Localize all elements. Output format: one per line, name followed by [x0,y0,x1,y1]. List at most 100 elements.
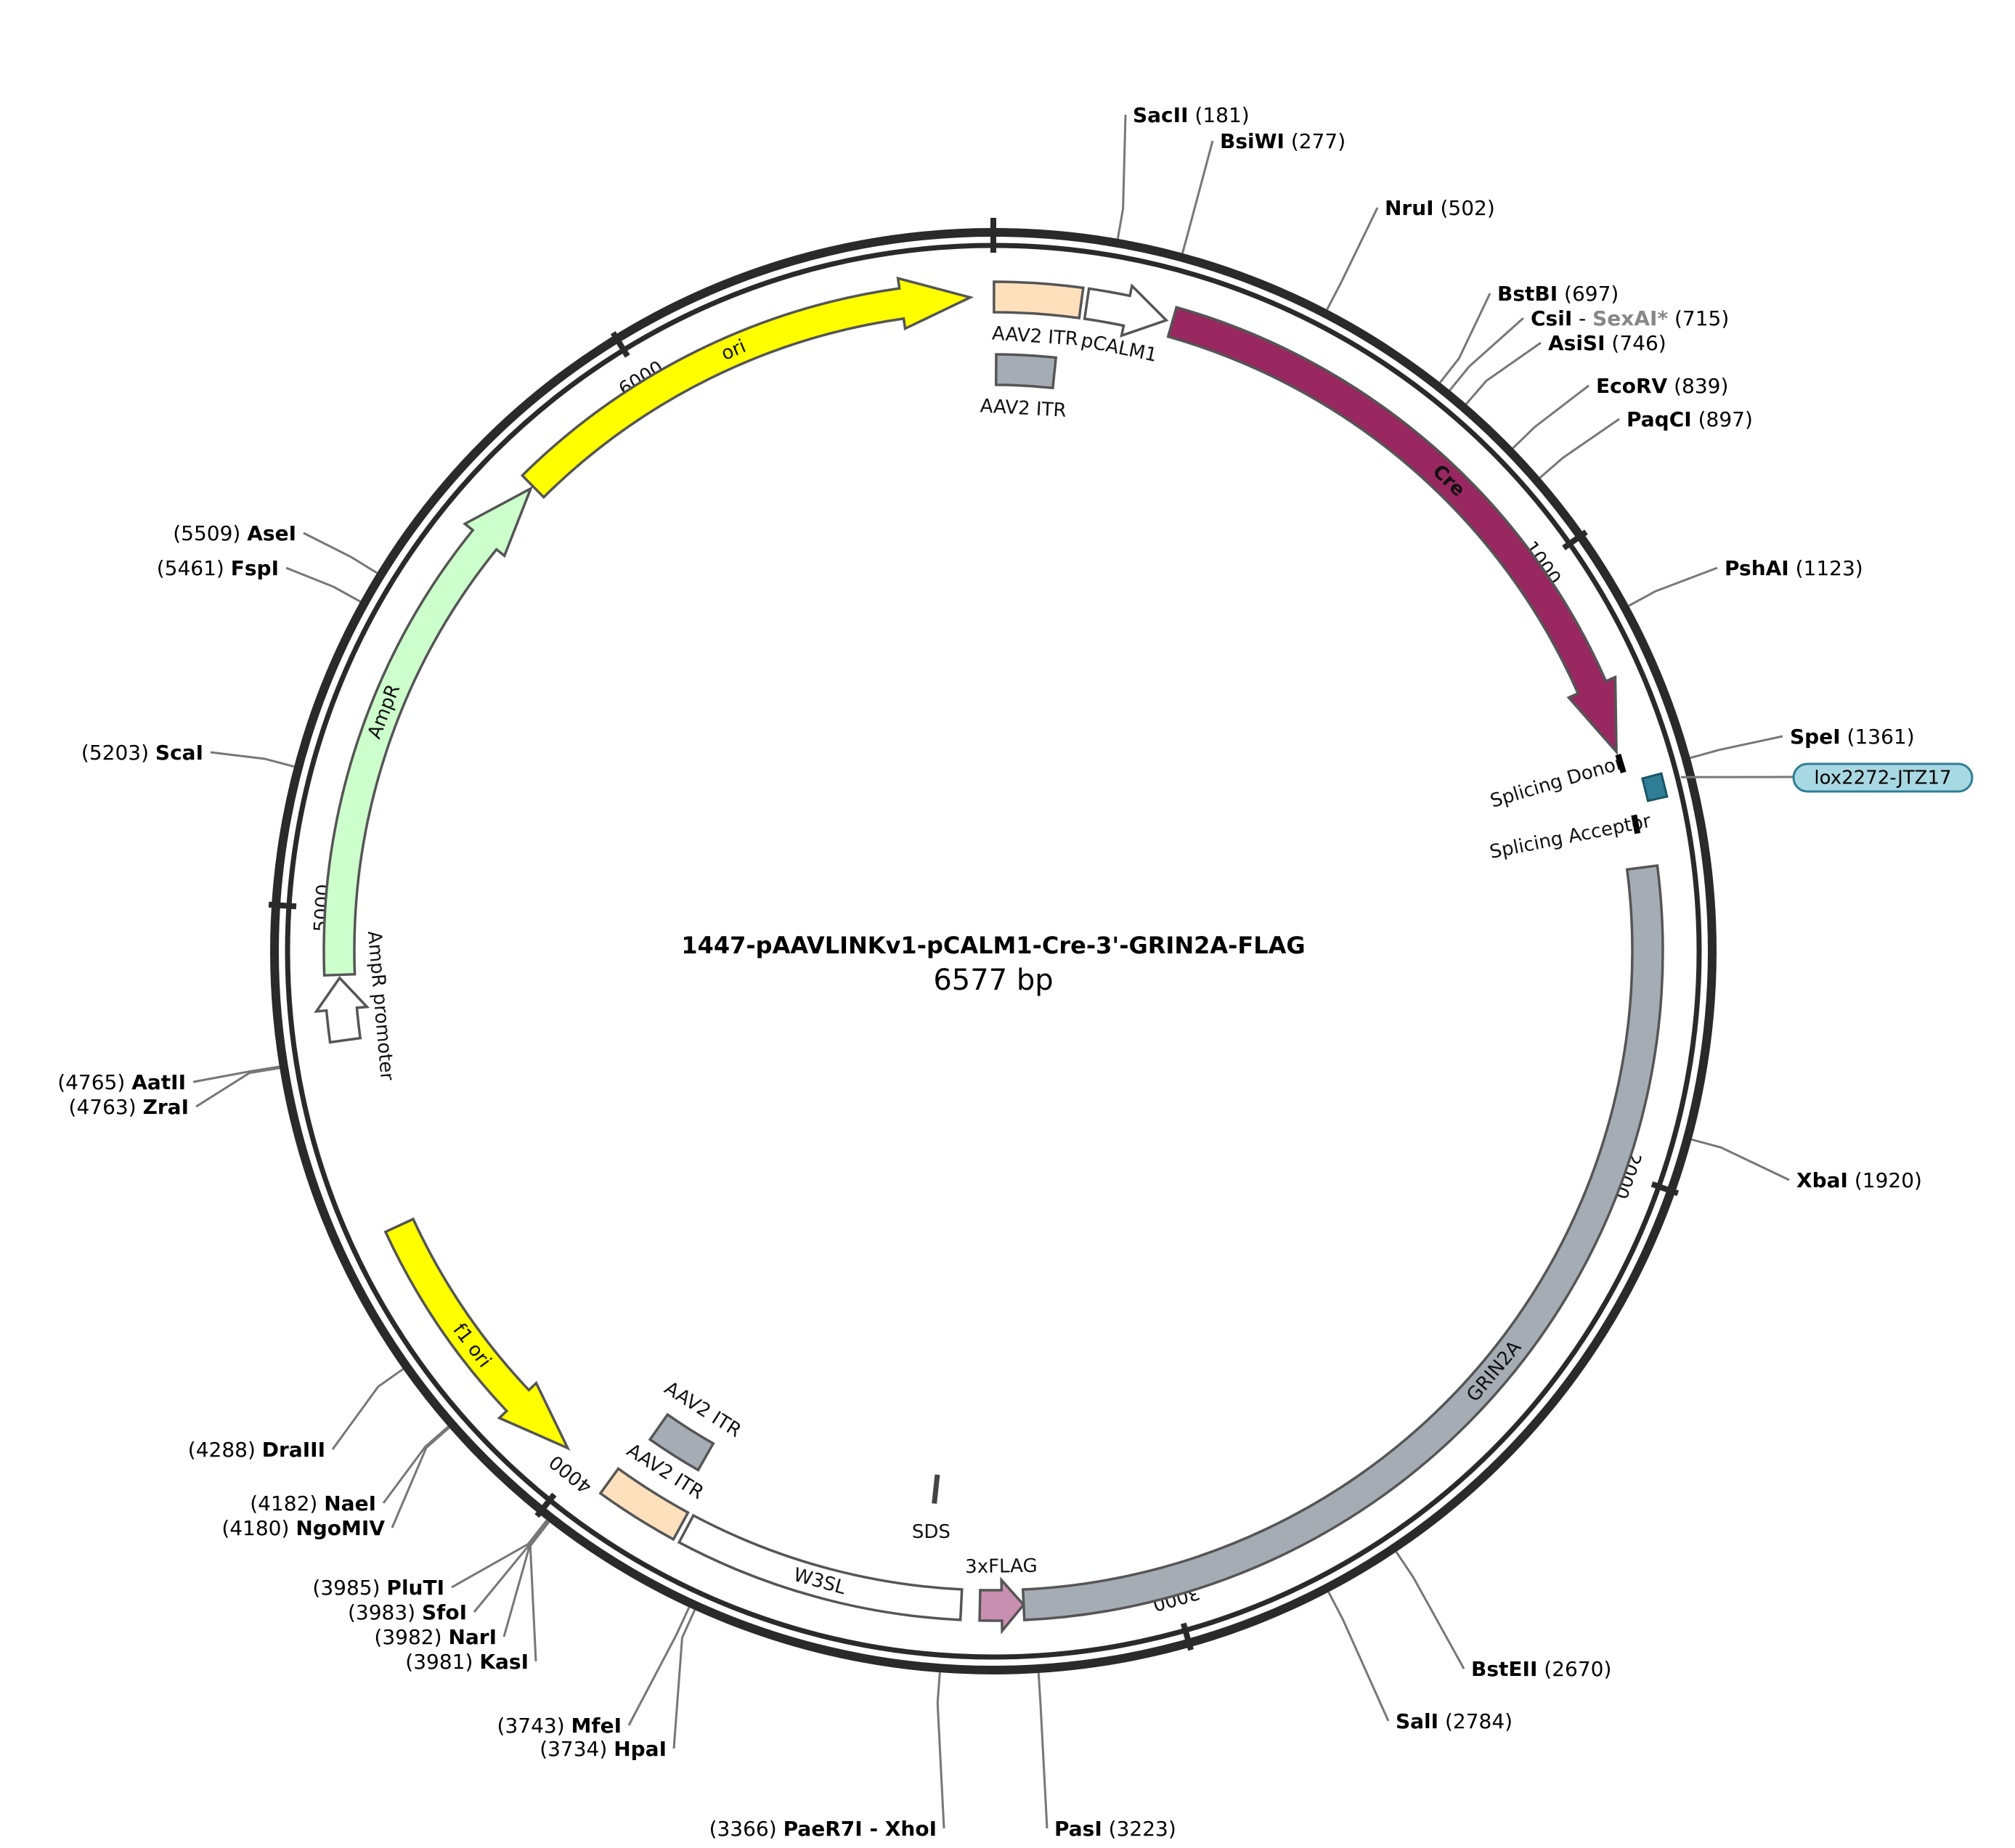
site-leader [1327,1591,1390,1722]
site-name: SpeI [1790,725,1841,749]
site-position: (3983) [348,1600,422,1624]
site-position: (2670) [1537,1657,1611,1681]
site-label: CsiI - SexAI* (715) [1531,306,1729,330]
splicing-donor-label: Splicing Donor [1488,752,1626,813]
site-leader [1628,566,1718,607]
feature-flag3x: 3xFLAG [965,1555,1038,1635]
site-pshai: PshAI (1123) [1628,556,1863,607]
tick-mark [1180,1622,1194,1651]
site-sfoi: (3983) SfoI [348,1520,549,1624]
pcalm1-arrow [1083,283,1169,338]
site-label: (3982) NarI [374,1625,497,1649]
site-zrai: (4763) ZraI [69,1067,280,1119]
site-position: (3985) [312,1576,386,1600]
primer-annotation: lox2272-JTZ17 [1641,762,1974,802]
site-name: AsiSI [1548,331,1605,355]
site-position: (181) [1189,103,1250,127]
primer-lox2272: lox2272-JTZ17 [1641,762,1974,802]
tick-mark [1650,1181,1680,1197]
aav2-itr-inner-bottom-arrow [648,1412,715,1472]
site-hpai: (3734) HpaI [540,1609,696,1761]
site-leader [529,1521,550,1662]
site-nari: (3982) NarI [374,1521,550,1649]
site-position: (5203) [81,741,155,765]
site-name: SfoI [422,1600,467,1624]
plasmid-title: 1447-pAAVLINKv1-pCALM1-Cre-3'-GRIN2A-FLA… [681,932,1305,997]
site-leader [1512,384,1589,449]
site-label: (4763) ZraI [69,1095,189,1119]
site-label: BstEII (2670) [1471,1657,1611,1681]
site-position: (3981) [405,1650,479,1674]
site-label: PshAI (1123) [1725,556,1863,580]
site-label: (3366) PaeR7I - XhoI [709,1817,937,1841]
primer-mark [1641,772,1669,802]
site-label: (4765) AatII [57,1070,186,1094]
site-position: (746) [1605,331,1666,355]
site-xbai: XbaI (1920) [1691,1138,1922,1192]
sds-label: SDS [912,1521,950,1543]
site-leader [210,751,295,768]
feature-f1-ori: f1 ori [383,1217,571,1451]
site-position: (697) [1558,282,1619,306]
aav2-itr-inner-label: AAV2 ITR [980,395,1067,421]
site-label: PaqCI (897) [1627,407,1753,431]
site-position: (1361) [1841,725,1915,749]
site-leader [672,1609,696,1749]
site-name: PaeR7I - XhoI [783,1817,937,1841]
site-name: AseI [247,521,296,545]
site-spei: SpeI (1361) [1690,725,1915,760]
site-label: SalI (2784) [1396,1709,1513,1733]
site-csii: CsiI - SexAI* (715) [1449,306,1729,391]
site-leader [627,1606,691,1726]
w3sl-arrow [677,1513,964,1621]
site-pasi: PasI (3223) [1037,1672,1176,1841]
site-label: (5509) AseI [173,521,296,545]
site-leader [1439,293,1491,383]
site-paer7i-xhoi: (3366) PaeR7I - XhoI [709,1672,945,1841]
site-name: ZraI [143,1095,189,1119]
ampr-promoter-arrow [314,976,370,1044]
site-position: (2784) [1438,1709,1513,1733]
ampr-promoter-label: AmpR promoter [363,930,398,1082]
site-name: BstBI [1497,282,1558,306]
feature-cre: Cre [1166,305,1618,756]
primer-badge [1792,762,1974,793]
site-position: (502) [1434,196,1495,220]
f1-ori-arrow [383,1217,571,1451]
site-label: PasI (3223) [1054,1817,1176,1841]
feature-ampr: AmpR [322,486,534,977]
site-leader [1181,140,1214,254]
site-label: NruI (502) [1385,196,1495,220]
ampr-arrow [322,486,534,977]
site-label: SpeI (1361) [1790,725,1915,749]
site-name: BsiWI [1220,129,1285,153]
splicing-acceptor: Splicing Acceptor [1488,810,1653,863]
site-name: PaqCI [1627,407,1692,431]
site-bstbi: BstBI (697) [1439,282,1619,383]
site-naei: (4182) NaeI [250,1425,449,1515]
site-name: HpaI [614,1737,667,1761]
plasmid-length: 6577 bp [933,964,1053,997]
site-extra-name: SexAI* [1592,306,1668,330]
site-label: (5203) ScaI [81,741,203,765]
site-position: (1920) [1848,1168,1922,1192]
feature-aav2-itr-inner: AAV2 ITR [980,353,1067,422]
site-kasi: (3981) KasI [405,1521,550,1674]
site-position: (3734) [540,1737,614,1761]
site-leader [1465,341,1542,405]
site-label: (3985) PluTI [312,1576,444,1600]
flag3x-label: 3xFLAG [965,1555,1038,1578]
site-name: NgoMIV [296,1516,385,1540]
site-position: (897) [1692,407,1753,431]
tick-mark [268,901,297,910]
site-name: DraIII [262,1438,325,1462]
site-ecorv: EcoRV (839) [1512,374,1728,449]
sds: SDS [912,1474,950,1543]
site-leader [195,1067,280,1108]
site-position: (1123) [1789,556,1863,580]
site-mfei: (3743) MfeI [497,1606,691,1738]
site-name: NarI [448,1625,497,1649]
site-leader [391,1426,450,1529]
site-name: NaeI [324,1491,376,1515]
site-position: (5509) [173,521,247,545]
